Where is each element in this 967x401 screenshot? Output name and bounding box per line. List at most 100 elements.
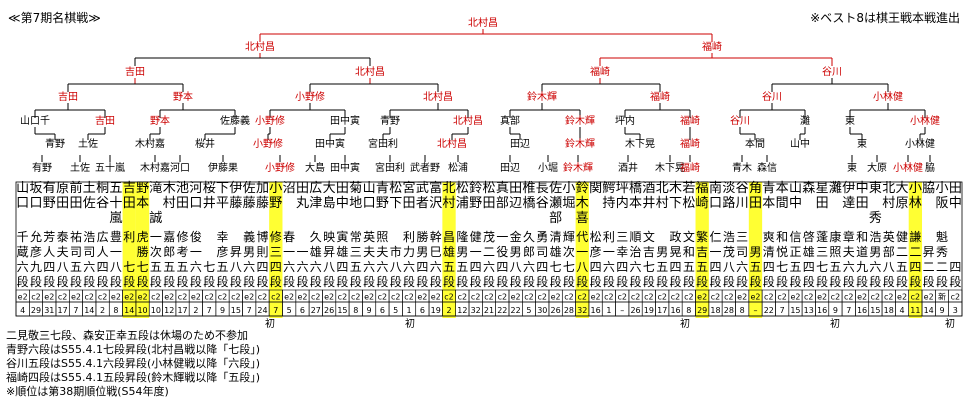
r64-label: 森信 — [757, 161, 777, 174]
flag-bottom: 30 — [537, 306, 547, 315]
player-cell: 小 — [269, 181, 282, 196]
player-cell: 北 — [882, 181, 895, 196]
player-cell: 本 — [762, 196, 775, 211]
player-cell: 芳 — [43, 230, 55, 244]
player-cell: 前 — [69, 180, 82, 196]
player-cell: 人 — [97, 245, 109, 259]
flag-bottom: 7 — [207, 306, 212, 315]
player-cell: 桐 — [96, 181, 109, 196]
player-cell: 健 — [470, 230, 482, 244]
player-cell: 小 — [562, 181, 575, 196]
flag-top: e2 — [111, 293, 121, 302]
dan-cell: 段 — [43, 274, 55, 289]
footnote-tanigawa: 谷川五段はS55.4.1六段昇段(小林健戦以降「六段」) — [6, 357, 261, 370]
dan-cell: 段 — [709, 274, 721, 289]
r16-label: 福崎 — [680, 114, 700, 127]
dan-cell: 段 — [243, 274, 255, 289]
player-cell: 久 — [310, 230, 322, 244]
player-cell: 正 — [789, 245, 801, 259]
player-cell: 広 — [97, 230, 109, 244]
player-cell: 本 — [629, 196, 642, 211]
player-cell: 鈴 — [469, 181, 482, 196]
player-cell: 六 — [17, 260, 29, 274]
player-cell: 八 — [723, 260, 735, 274]
r16-label: 小野修 — [255, 114, 285, 127]
player-cell: 者 — [416, 196, 429, 211]
dan-cell: 段 — [643, 274, 655, 289]
player-cell: 六 — [430, 260, 442, 274]
player-cell: 四 — [949, 260, 961, 274]
dan-cell: 段 — [896, 274, 908, 289]
player-cell: 六 — [843, 260, 855, 274]
player-cell: 星 — [816, 181, 829, 196]
player-cell: 灘 — [829, 181, 842, 196]
r16-label: 田中寅 — [330, 114, 360, 127]
flag-bottom: 10 — [151, 306, 161, 315]
player-cell: 四 — [97, 260, 109, 274]
flag-top: e2 — [591, 293, 601, 302]
player-cell: 八 — [323, 260, 335, 274]
flag-bottom: 11 — [910, 306, 920, 315]
player-cell: 泰 — [57, 230, 69, 244]
r32-label: 福崎 — [680, 137, 700, 150]
player-cell: 六 — [483, 260, 495, 274]
r16-label: 吉田 — [95, 115, 115, 127]
r64-label: 田中寅 — [330, 161, 360, 174]
r64-label: 福崎 — [680, 161, 700, 174]
flag-bottom: 26 — [551, 306, 561, 315]
player-cell: 富 — [429, 180, 442, 196]
dan-cell: 段 — [776, 274, 788, 289]
player-cell: 章 — [843, 229, 855, 244]
player-cell: 金 — [510, 229, 522, 244]
player-cell: 秀 — [936, 245, 948, 259]
player-cell: 瀬 — [549, 196, 562, 211]
player-cell: 藤 — [256, 196, 269, 211]
player-cell: 三 — [270, 245, 282, 259]
player-cell: 辺 — [509, 196, 522, 211]
player-cell: 五 — [456, 260, 468, 274]
r32-label: 木村嘉 — [135, 137, 165, 150]
player-cell: 和 — [776, 230, 788, 244]
dan-cell: 段 — [723, 274, 735, 289]
player-cell: 五 — [829, 260, 841, 274]
flag-top: c2 — [777, 293, 787, 302]
flag-top: c2 — [911, 293, 921, 302]
player-cell: 蔵 — [17, 245, 29, 259]
player-cell: 利 — [403, 230, 415, 244]
footnote-aono: 青野六段はS55.4.1七段昇段(北村昌戦以降「七段」) — [6, 343, 261, 356]
r32-label: 東 — [857, 137, 867, 150]
dan-cell: 段 — [270, 274, 282, 289]
r32-label: 田辺 — [510, 138, 530, 150]
table-border — [15, 181, 963, 317]
player-cell: 七 — [203, 260, 215, 274]
player-cell: 利 — [123, 230, 135, 244]
flag-bottom: 3 — [953, 306, 958, 315]
r64-label: 五十嵐 — [95, 161, 125, 174]
player-cell: 野 — [269, 196, 282, 211]
player-cell: 考 — [177, 245, 189, 259]
flag-top: c2 — [951, 293, 961, 302]
dan-cell: 段 — [843, 274, 855, 289]
player-cell: 司 — [536, 245, 548, 259]
flag-top: e2 — [18, 293, 28, 302]
flag-top: c2 — [58, 293, 68, 302]
flag-top: e2 — [71, 293, 81, 302]
flag-bottom: 17 — [657, 306, 667, 315]
player-cell: 久 — [523, 230, 535, 244]
player-cell: 松 — [590, 230, 602, 244]
r64-label: 有野 — [32, 161, 52, 174]
player-cell: 七 — [123, 260, 135, 274]
player-cell: 六 — [603, 260, 615, 274]
player-cell: 吉 — [123, 181, 136, 196]
player-cell: 下 — [389, 196, 402, 211]
player-cell: 則 — [256, 245, 268, 259]
player-cell: 六 — [523, 260, 535, 274]
first-round-mark: 初 — [680, 317, 690, 330]
r32-label: 土佐 — [78, 137, 98, 150]
r64-label: 宮田利 — [375, 161, 405, 174]
flag-bottom: 22 — [497, 306, 507, 315]
player-cell: 五 — [177, 260, 189, 274]
player-cell: 昇 — [230, 245, 242, 259]
player-cell: 角 — [749, 181, 762, 196]
flag-top: c2 — [151, 293, 161, 302]
